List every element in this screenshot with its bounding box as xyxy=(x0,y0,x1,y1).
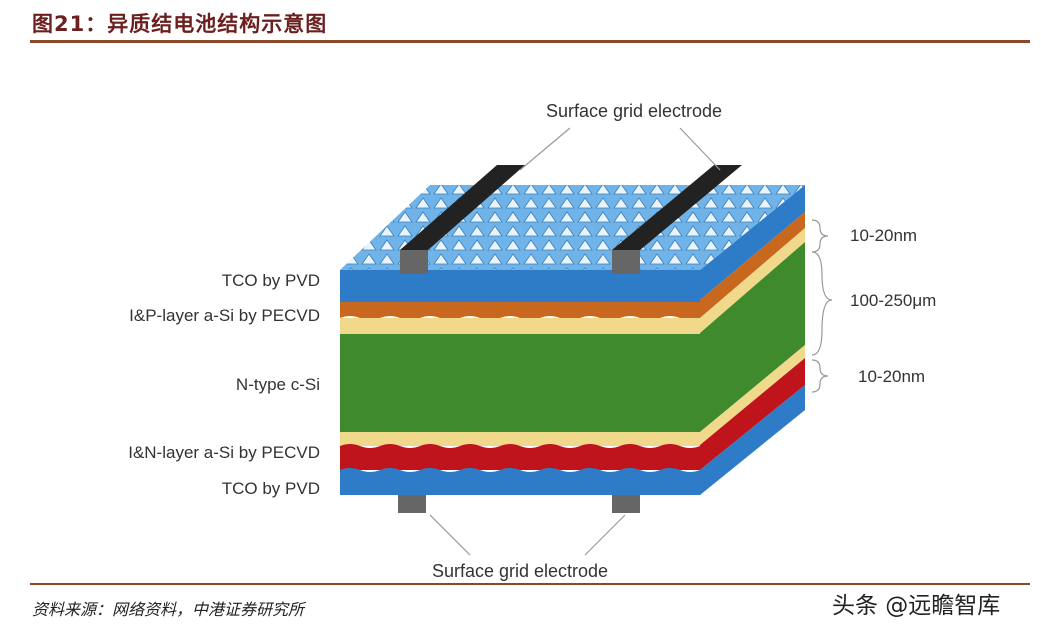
watermark: 头条 @远瞻智库 xyxy=(832,593,1001,619)
layer-p-asi xyxy=(340,302,700,320)
label-p-layer: I&P-layer a-Si by PECVD xyxy=(129,306,320,325)
leader-lines xyxy=(429,127,833,556)
top-electrode-label: Surface grid electrode xyxy=(546,101,722,121)
source-note: 资料来源：网络资料，中港证券研究所 xyxy=(32,600,305,619)
title-divider xyxy=(30,40,1030,43)
figure-title: 图21：异质结电池结构示意图 xyxy=(32,12,328,36)
label-tco-top: TCO by PVD xyxy=(222,271,320,290)
top-electrodes xyxy=(400,165,742,274)
bottom-electrode-label: Surface grid electrode xyxy=(432,561,608,581)
layer-n-asi xyxy=(340,444,700,470)
dimension-bottom: 10-20nm xyxy=(858,367,925,386)
label-tco-bottom: TCO by PVD xyxy=(222,479,320,498)
layer-i-asi-top xyxy=(340,318,700,334)
label-n-csi: N-type c-Si xyxy=(236,375,320,394)
layer-tco-bottom xyxy=(340,468,700,495)
side-face xyxy=(700,185,805,495)
front-face xyxy=(340,270,700,495)
dimension-top: 10-20nm xyxy=(850,226,917,245)
layer-n-csi xyxy=(340,334,700,432)
label-n-layer: I&N-layer a-Si by PECVD xyxy=(128,443,320,462)
layer-tco-top xyxy=(340,270,700,302)
footer-divider xyxy=(30,583,1030,585)
layer-i-asi-bottom xyxy=(340,432,700,446)
bottom-electrodes xyxy=(398,495,640,513)
dimension-middle: 100-250μm xyxy=(850,291,936,310)
